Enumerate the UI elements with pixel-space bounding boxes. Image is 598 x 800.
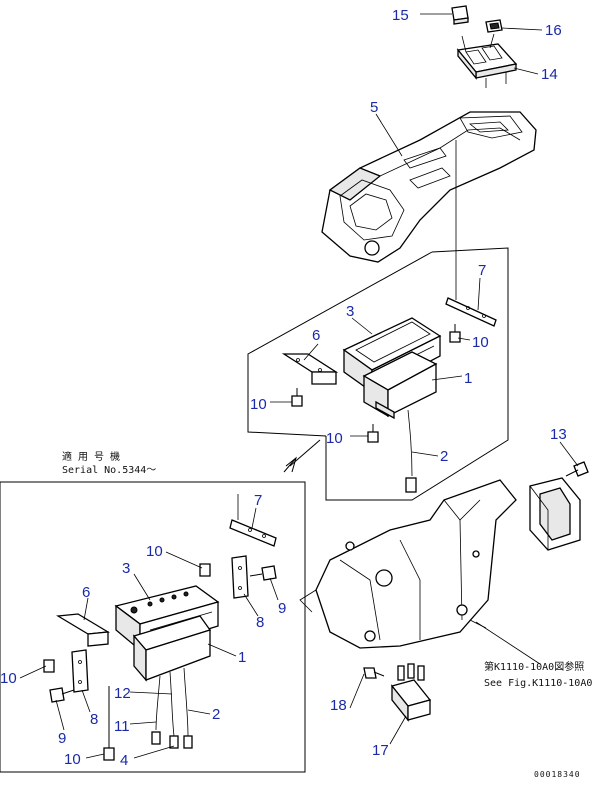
callout-10-upper-center: 10 xyxy=(326,430,343,447)
callout-3-upper: 3 xyxy=(346,303,354,320)
callout-7-inset: 7 xyxy=(254,492,262,509)
callout-8-inset-left: 8 xyxy=(90,711,98,728)
callout-1-inset: 1 xyxy=(238,649,246,666)
part-13-bracket xyxy=(529,477,581,551)
callout-17: 17 xyxy=(372,742,389,759)
drawing-code: 00018340 xyxy=(534,770,581,779)
part-5-console-cover xyxy=(321,111,537,300)
callout-6-upper: 6 xyxy=(312,327,320,344)
part-16-switch xyxy=(485,19,503,33)
bolt-10-inset-b xyxy=(43,659,55,673)
callout-1-upper: 1 xyxy=(464,370,472,387)
part-1-case-inset xyxy=(132,615,212,749)
bolt-10-upper-b xyxy=(449,324,461,343)
callout-5: 5 xyxy=(370,99,378,116)
callout-10-inset-left: 10 xyxy=(0,670,17,687)
callout-7-upper: 7 xyxy=(478,262,486,279)
leader-lines xyxy=(19,13,579,759)
bolt-10-upper-c xyxy=(367,424,379,443)
callout-10-inset-top: 10 xyxy=(146,543,163,560)
inset-box xyxy=(0,439,321,773)
bolt-10-inset-a xyxy=(199,563,211,577)
bolt-9-inset-a xyxy=(249,565,277,581)
part-18-bolt xyxy=(363,667,385,679)
callout-10-upper-right: 10 xyxy=(472,334,489,351)
callout-9-inset-left: 9 xyxy=(58,730,66,747)
callout-10-inset-bottom: 10 xyxy=(64,751,81,768)
callout-2-inset: 2 xyxy=(212,706,220,723)
part-6-bracket-inset xyxy=(55,613,111,647)
part-8-bracket-inset-right xyxy=(231,555,249,599)
part-7-bracket-upper xyxy=(445,297,497,327)
callout-10-upper-left: 10 xyxy=(250,396,267,413)
part-1-case-upper xyxy=(362,351,438,493)
bolt-10-inset-c xyxy=(103,686,115,761)
callout-18: 18 xyxy=(330,697,347,714)
callout-12: 12 xyxy=(114,685,131,702)
part-6-bracket-upper xyxy=(281,353,339,385)
callout-3-inset: 3 xyxy=(122,560,130,577)
inset-note-line2: Serial No.5344～ xyxy=(62,465,156,476)
part-7-bracket-inset xyxy=(229,494,277,547)
callout-15: 15 xyxy=(392,7,409,24)
callout-6-inset: 6 xyxy=(82,584,90,601)
inset-note-line1: 適 用 号 機 xyxy=(62,450,120,463)
bolt-9-inset-b xyxy=(49,687,75,703)
support-frame xyxy=(299,479,517,649)
callout-8-inset-right: 8 xyxy=(256,614,264,631)
callout-11: 11 xyxy=(114,718,130,735)
callout-16: 16 xyxy=(545,22,562,39)
callout-13: 13 xyxy=(550,426,567,443)
callout-9-inset-right: 9 xyxy=(278,600,286,617)
part-15-switch xyxy=(451,5,469,25)
callout-4: 4 xyxy=(120,752,128,769)
bolt-10-upper-a xyxy=(291,388,303,407)
reference-note-line1: 第K1110-10A0図参照 xyxy=(484,660,584,673)
part-14-switch-panel xyxy=(456,33,518,88)
callout-2-upper: 2 xyxy=(440,448,448,465)
part-8-bracket-inset-left xyxy=(71,649,89,693)
callout-14: 14 xyxy=(541,66,558,83)
upper-assembly-frame xyxy=(247,247,509,501)
part-17-relay xyxy=(390,663,432,722)
reference-note-line2: See Fig.K1110-10A0 xyxy=(484,678,592,689)
